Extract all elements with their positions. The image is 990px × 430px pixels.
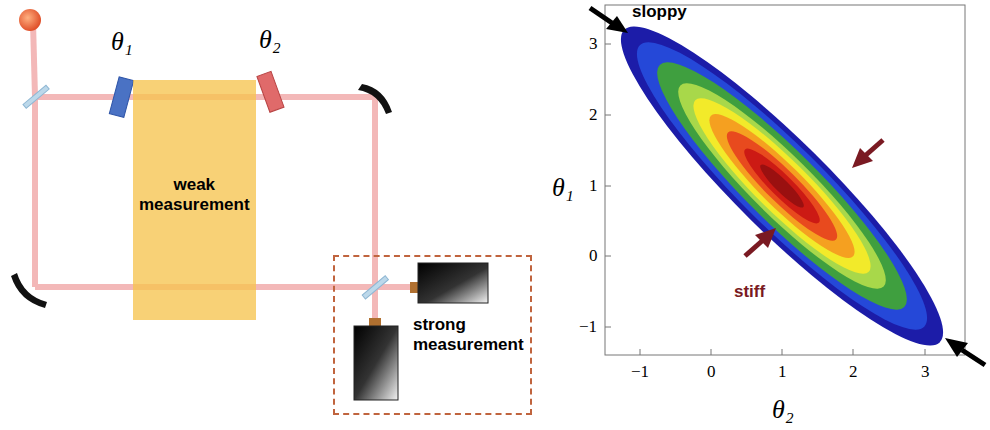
contour-plot — [592, 0, 972, 375]
node-label: strong measurement — [413, 315, 524, 354]
tick-label: 0 — [589, 246, 598, 266]
sloppy-label: sloppy — [632, 2, 687, 22]
detector-port — [369, 318, 381, 326]
detector — [418, 263, 488, 303]
beam-splitter — [362, 276, 388, 299]
tick-label: 2 — [589, 105, 598, 125]
plate-label: θ₂ — [259, 25, 281, 55]
mirror — [11, 273, 47, 308]
axis-title: θ₂ — [772, 395, 794, 425]
detector — [354, 326, 398, 400]
tick-label: −1 — [631, 362, 649, 382]
tick-label: 2 — [849, 362, 858, 382]
tick-label: 3 — [589, 34, 598, 54]
stiff-label: stiff — [734, 282, 765, 302]
wave-plate — [109, 77, 133, 118]
plot-frame — [605, 5, 965, 355]
laser-beam — [33, 22, 416, 322]
light-source — [19, 9, 41, 31]
beam-splitter — [23, 85, 49, 108]
tick-label: 1 — [589, 176, 598, 196]
plate-label: θ₁ — [111, 27, 133, 57]
node-label: weak measurement — [139, 175, 250, 214]
stiff-arrow — [745, 140, 883, 256]
strong-measurement-box: strong measurement — [333, 255, 532, 415]
tick-label: 3 — [921, 362, 930, 382]
wave-plate — [257, 71, 284, 112]
tick-label: −1 — [579, 317, 597, 337]
sloppy-arrow — [590, 8, 985, 365]
detector-port — [410, 282, 418, 293]
axis-ticks — [605, 44, 925, 355]
weak-measurement-band: weak measurement — [133, 80, 256, 320]
tick-label: 1 — [778, 362, 787, 382]
axis-title: θ₁ — [552, 173, 574, 203]
mirror — [358, 84, 392, 114]
tick-label: 0 — [707, 362, 716, 382]
